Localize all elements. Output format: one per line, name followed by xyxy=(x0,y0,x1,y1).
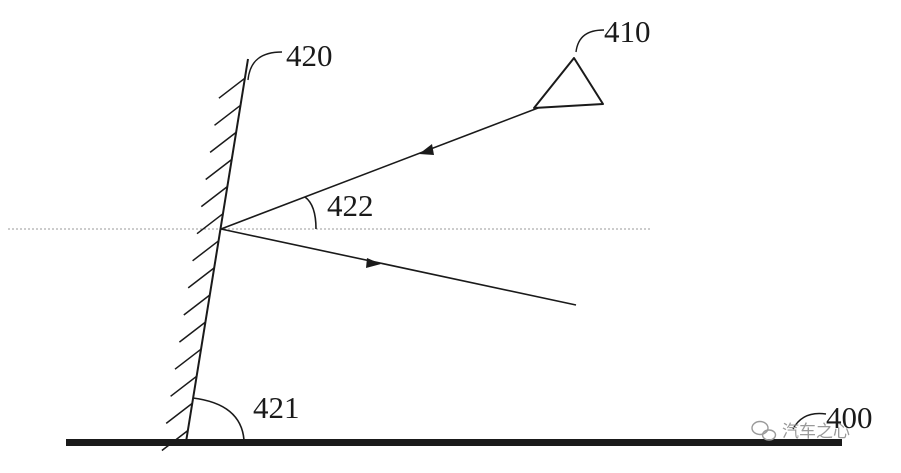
mirror-hatch-mark xyxy=(196,213,224,235)
mirror-hatching xyxy=(161,77,246,452)
leader-line-410 xyxy=(575,29,605,53)
mirror-hatch-mark xyxy=(183,294,211,316)
mirror-hatch-mark xyxy=(187,267,215,289)
label-mirror-angle: 421 xyxy=(253,390,300,425)
incident-ray xyxy=(220,107,539,230)
mirror-hatch-mark xyxy=(214,104,241,126)
ground-plane xyxy=(66,439,842,446)
mirror-hatch-mark xyxy=(161,429,189,452)
label-light-source: 410 xyxy=(604,14,651,49)
incidence-angle-arc xyxy=(304,196,317,230)
mirror-hatch-mark xyxy=(205,158,233,181)
mirror-hatch-mark xyxy=(165,402,193,424)
label-incidence-angle: 422 xyxy=(327,188,374,223)
label-mirror: 420 xyxy=(286,38,333,73)
incident-ray-arrow-icon xyxy=(419,144,434,155)
watermark-text: 汽车之心 xyxy=(782,422,850,442)
mirror-angle-arc xyxy=(192,397,245,441)
wechat-icon xyxy=(751,420,777,441)
mirror-hatch-mark xyxy=(200,186,228,208)
mirror-hatch-mark xyxy=(192,240,220,262)
leader-line-400 xyxy=(792,412,827,430)
leader-line-420 xyxy=(247,51,283,81)
label-ground: 400 xyxy=(826,400,873,435)
mirror-hatch-mark xyxy=(209,131,237,153)
mirror-hatch-mark xyxy=(170,375,198,397)
mirror-hatch-mark xyxy=(218,77,246,99)
mirror-surface xyxy=(185,58,249,443)
light-source-triangle xyxy=(533,57,604,109)
mirror-hatch-mark xyxy=(178,321,206,343)
mirror-hatch-mark xyxy=(174,348,202,370)
reflected-ray xyxy=(220,228,577,306)
reflected-ray-arrow-icon xyxy=(366,258,381,268)
